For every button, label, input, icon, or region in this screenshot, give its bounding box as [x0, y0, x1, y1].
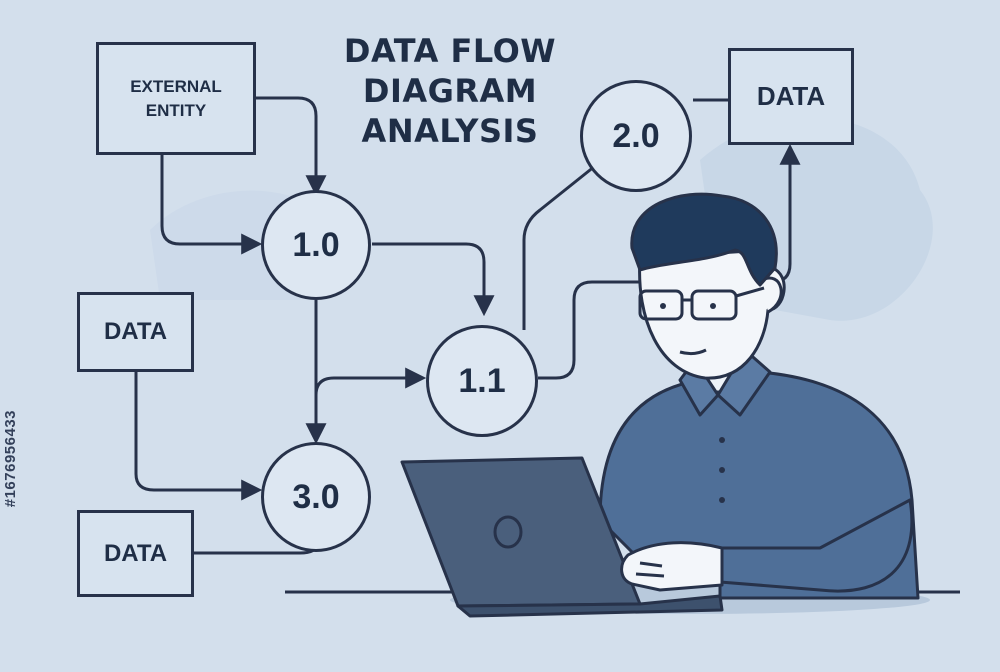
flow-to-1-1 — [314, 367, 427, 410]
hair — [630, 192, 778, 287]
flow-1-1-to-data — [538, 143, 801, 380]
hand — [620, 541, 724, 592]
title-line-3: ANALYSIS — [361, 112, 539, 150]
external-entity-label-2: ENTITY — [145, 100, 207, 120]
flow-entity-to-1-0-down — [160, 155, 263, 255]
eye — [660, 303, 666, 309]
process-node-2-0: 2.0 — [580, 80, 692, 192]
flow-1-1-to-2-0 — [522, 164, 596, 330]
flow-data-to-3-0 — [134, 372, 263, 501]
person-illustration — [400, 192, 920, 618]
face — [638, 248, 786, 380]
data-store-label: DATA — [756, 81, 826, 111]
process-label: 1.0 — [292, 225, 340, 264]
stock-watermark-id: #1676956433 — [2, 410, 19, 508]
laptop-logo — [493, 515, 523, 549]
title-line-1: DATA FLOW — [343, 32, 557, 70]
flow-entity-to-1-0-right — [255, 96, 327, 197]
eye — [710, 303, 716, 309]
shirt-button — [719, 437, 725, 443]
process-node-1-0: 1.0 — [261, 190, 371, 300]
process-label: 2.0 — [612, 116, 660, 155]
data-store-label: DATA — [103, 318, 168, 345]
finger — [635, 561, 665, 578]
glasses — [638, 286, 765, 321]
process-label: 1.1 — [458, 361, 506, 400]
flow-1-0-to-1-1 — [372, 242, 495, 317]
laptop-base — [456, 594, 724, 618]
data-store-label: DATA — [103, 539, 168, 567]
data-store-left: DATA — [77, 292, 194, 372]
process-node-3-0: 3.0 — [261, 442, 371, 552]
data-store-top-right: DATA — [728, 48, 854, 145]
mouth — [679, 348, 707, 356]
arm — [718, 498, 914, 593]
external-entity-box: EXTERNAL ENTITY — [96, 42, 256, 155]
title-line-2: DIAGRAM — [362, 72, 538, 110]
data-store-bottom-left: DATA — [77, 510, 194, 597]
shirt-button — [719, 497, 725, 503]
process-label: 3.0 — [292, 477, 340, 516]
external-entity-label-1: EXTERNAL — [130, 76, 222, 96]
process-node-1-1: 1.1 — [426, 325, 538, 437]
shirt-button — [719, 467, 725, 473]
